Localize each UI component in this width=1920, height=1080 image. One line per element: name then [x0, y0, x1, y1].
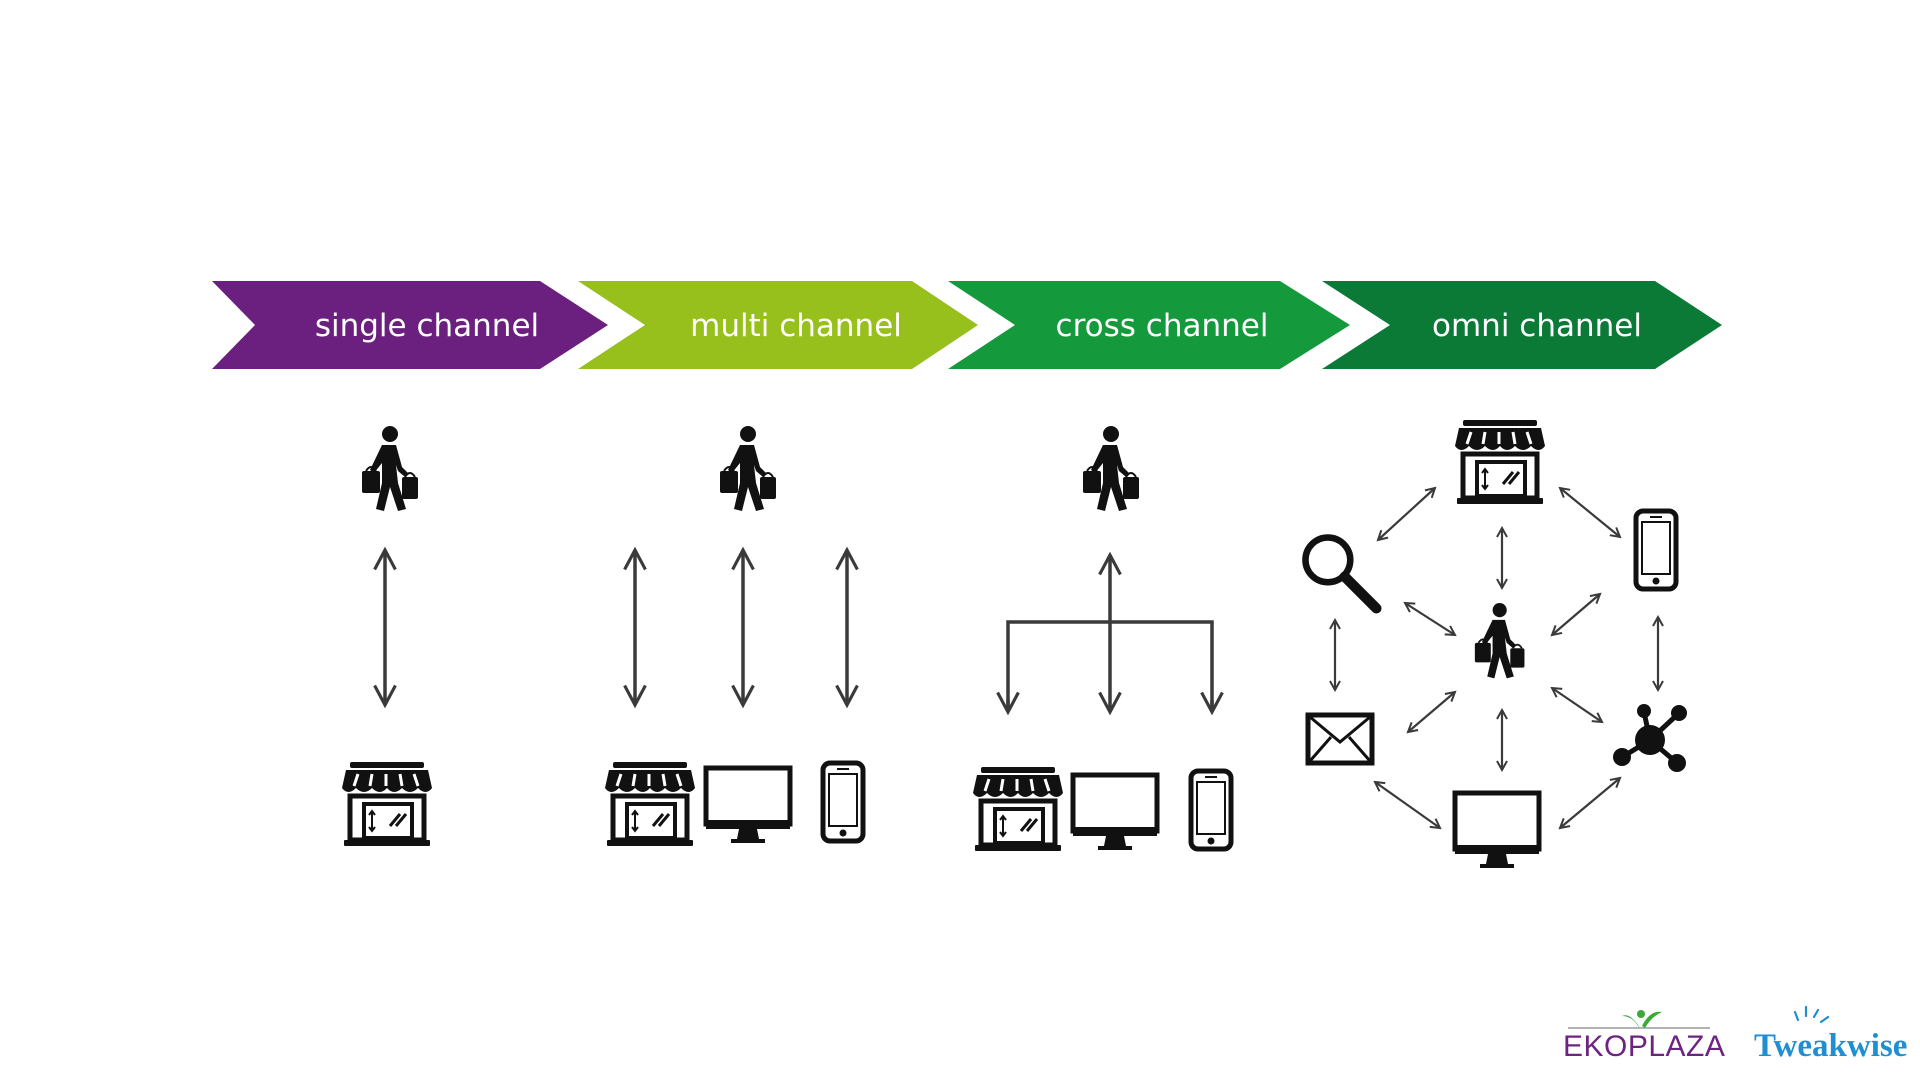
single-channel-diagram: [342, 425, 432, 846]
tweakwise-logo: Tweakwise: [1754, 1028, 1908, 1064]
desktop-icon: [1073, 775, 1157, 850]
magnifier-icon: [1305, 537, 1376, 608]
phone-icon: [1191, 771, 1231, 849]
store-icon: [973, 767, 1063, 851]
ekoplaza-logo-mark: [1568, 1010, 1710, 1029]
stage-chevron: [1322, 281, 1722, 369]
connector-arrow: [1378, 488, 1435, 540]
shopper-icon: [719, 425, 777, 512]
stage-label: multi channel: [690, 308, 902, 344]
shopper-icon: [1082, 425, 1140, 512]
shopper-icon: [1473, 602, 1526, 680]
stage-label: cross channel: [1056, 308, 1269, 344]
desktop-icon: [706, 768, 790, 843]
shopper-icon: [361, 425, 419, 512]
multi-channel-diagram: [605, 425, 863, 846]
store-icon: [1455, 420, 1545, 504]
store-icon: [342, 762, 432, 846]
desktop-icon: [1455, 793, 1539, 868]
phone-icon: [1636, 511, 1676, 589]
connector-arrow: [1405, 603, 1455, 635]
stage-omni-channel: omni channel: [1322, 281, 1722, 369]
envelope-icon: [1308, 715, 1372, 763]
stage-banner: single channel multi channel cross chann…: [212, 281, 1722, 369]
stage-single-channel: single channel: [212, 281, 608, 369]
connector-arrow: [1375, 782, 1440, 828]
stage-chevron: [578, 281, 978, 369]
omni-channel-diagram: [1305, 420, 1687, 868]
stage-chevron: [948, 281, 1350, 369]
store-icon: [605, 762, 695, 846]
stage-chevron: [212, 281, 608, 369]
connector-arrow: [1408, 692, 1455, 732]
cross-channel-diagram: [973, 425, 1231, 851]
ekoplaza-logo: EKOPLAZA: [1563, 1030, 1726, 1063]
stage-label: omni channel: [1432, 308, 1642, 344]
connector-arrow: [1560, 778, 1620, 828]
phone-icon: [823, 763, 863, 841]
stage-label: single channel: [315, 308, 539, 344]
stage-multi-channel: multi channel: [578, 281, 978, 369]
connector-arrow: [1552, 594, 1600, 635]
connector-arrow: [1552, 688, 1602, 722]
tweakwise-logo-mark: [1793, 1005, 1830, 1024]
network-icon: [1613, 704, 1687, 772]
stage-cross-channel: cross channel: [948, 281, 1350, 369]
connector-arrow: [1560, 488, 1620, 537]
